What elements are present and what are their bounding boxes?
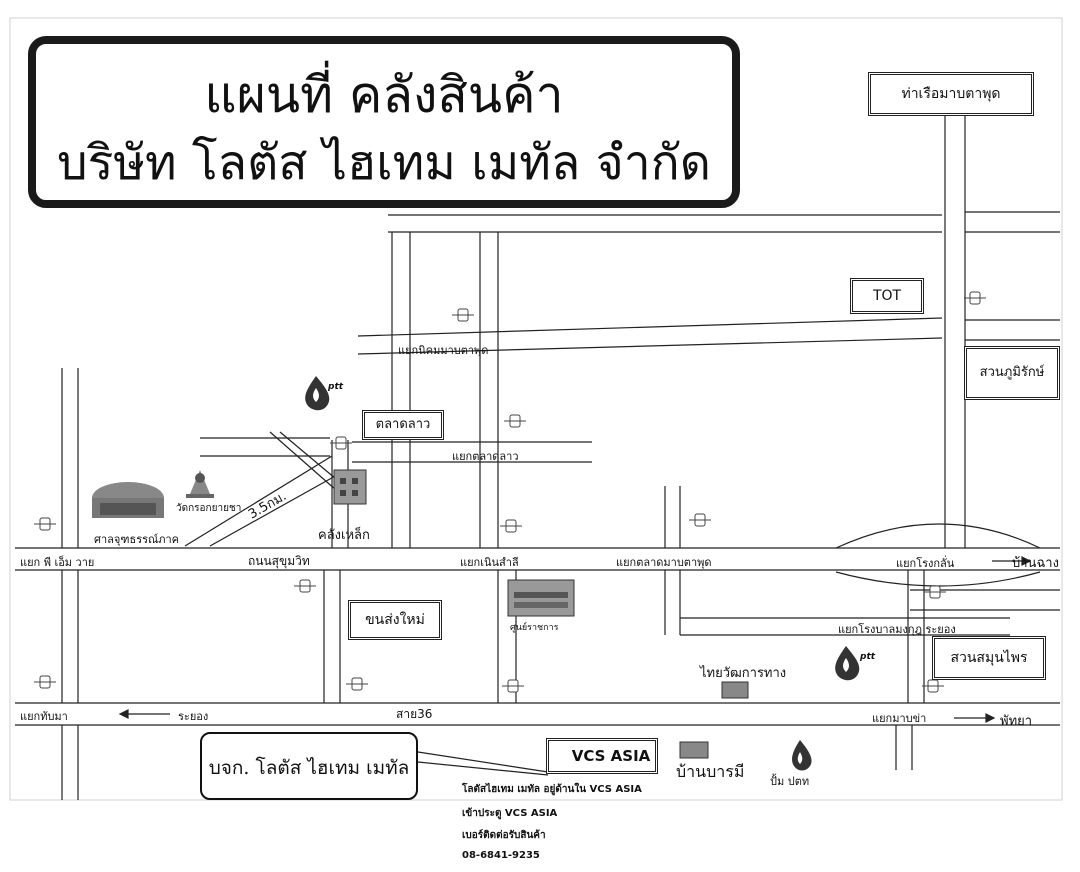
pointer-line-1 (269, 431, 337, 491)
thai-watana-label: ไทยวัฒการทาง (700, 666, 787, 681)
tot-label-box: TOT (850, 278, 924, 314)
gas-station-icon (792, 740, 812, 771)
gas-station-label: ปั้ม ปตท (770, 775, 810, 788)
traffic-light-icon (922, 679, 944, 693)
warehouse-diagonal-1 (184, 455, 333, 547)
traffic-light-icon (504, 414, 526, 428)
yaek-rongklan-label: แยกโรงกลั่น (896, 557, 955, 570)
ptt-logo-text-bottom: ptt (860, 652, 876, 662)
thai-watana-building-icon (721, 681, 749, 699)
ptt-station-icon-top (305, 376, 330, 411)
yaek-talat-lao-label: แยกตลาดลาว (452, 450, 519, 463)
map-frame (9, 17, 1063, 801)
talat-lao-label-box: ตลาดลาว (362, 410, 444, 440)
yaek-thapma-label: แยกทับมา (20, 710, 68, 723)
yaek-pm-label: แยก พี เอ็ม วาย (20, 556, 95, 569)
temple-icon (186, 470, 214, 498)
direction-arrows (118, 556, 1032, 723)
sukhumvit-label: ถนนสุขุมวิท (248, 554, 310, 568)
vcs-asia-label-box: VCS ASIA (546, 738, 658, 774)
yaek-talat-maptaphut-label: แยกตลาดมาบตาพุด (616, 556, 712, 569)
nikhom-road-top (357, 317, 943, 337)
sala-label: ศาลจุฑธรรณ์ภาค (94, 533, 179, 546)
company-callout-box: บจก. โลตัส ไฮเทม เมทัล (200, 732, 418, 800)
info-line3: เบอร์ติดต่อรับสินค้า (462, 830, 546, 841)
government-center-icon (507, 579, 575, 617)
yaek-noen-samli-label: แยกเนินสำลี (460, 556, 519, 569)
info-line1: โลตัสไฮเทม เมทัล อยู่ด้านใน VCS ASIA (462, 784, 642, 795)
ptt-station-icon-bottom (835, 646, 860, 681)
traffic-light-icon (34, 675, 56, 689)
traffic-lights (34, 291, 986, 693)
ban-chang-curve-bottom (835, 571, 1041, 587)
sai36-label: สาย36 (396, 707, 433, 721)
info-phone: 08-6841-9235 (462, 850, 540, 861)
traffic-light-icon (502, 679, 524, 693)
yaek-nikhom-label: แยกนิคมมาบตาพุด (398, 344, 489, 357)
rayong-label: ระยอง (178, 710, 209, 723)
ban-barami-label: บ้านบารมี (676, 762, 745, 781)
wat-label: วัดกรอกยายชา (176, 503, 242, 514)
traffic-light-icon (294, 579, 316, 593)
warehouse-building-icon (333, 469, 367, 505)
sala-building-icon (92, 482, 164, 518)
ptt-logo-text-top: ptt (328, 382, 344, 392)
traffic-light-icon (924, 585, 946, 599)
map-title-line2: บริษัท โลตัส ไฮเทม เมทัล จำกัด (57, 135, 711, 191)
traffic-light-icon (346, 677, 368, 691)
traffic-light-icon (500, 519, 522, 533)
pattaya-label: พัทยา (1000, 714, 1033, 729)
ban-barami-building-icon (679, 741, 709, 759)
ban-chang-curve-top (835, 523, 1041, 549)
ban-chang-label: บ้านฉาง (1012, 556, 1059, 571)
traffic-light-icon (330, 436, 352, 450)
traffic-light-icon (34, 517, 56, 531)
nikhom-road-bottom (357, 337, 943, 355)
traffic-light-icon (964, 291, 986, 305)
yaek-map-kha-label: แยกมาบข่า (872, 712, 927, 725)
suan-phumirak-label-box: สวนภูมิรักษ์ (964, 346, 1060, 400)
suan-samunphrai-label-box: สวนสมุนไพร (932, 636, 1046, 680)
map-title-line1: แผนที่ คลังสินค้า (204, 66, 564, 124)
info-line2: เข้าประตู VCS ASIA (462, 808, 558, 819)
company-pointer-2 (417, 761, 549, 776)
pointer-line-2 (279, 431, 343, 485)
map-title-box: แผนที่ คลังสินค้า บริษัท โลตัส ไฮเทม เมท… (28, 36, 740, 208)
warehouse-diagonal-2 (209, 469, 347, 547)
warehouse-label: คลังเหล็ก (318, 528, 370, 543)
traffic-light-icon (689, 513, 711, 527)
khon-song-mai-label-box: ขนส่งใหม่ (348, 600, 442, 640)
traffic-light-icon (452, 308, 474, 322)
roads (15, 112, 1060, 800)
company-pointer-1 (417, 751, 549, 773)
sun-ratchakan-label: ศูนย์ราชการ (510, 623, 559, 633)
yaek-hospital-label: แยกโรงบาลมงกุฎ ระยอง (838, 623, 956, 636)
port-label-box: ท่าเรือมาบตาพุด (868, 72, 1034, 116)
